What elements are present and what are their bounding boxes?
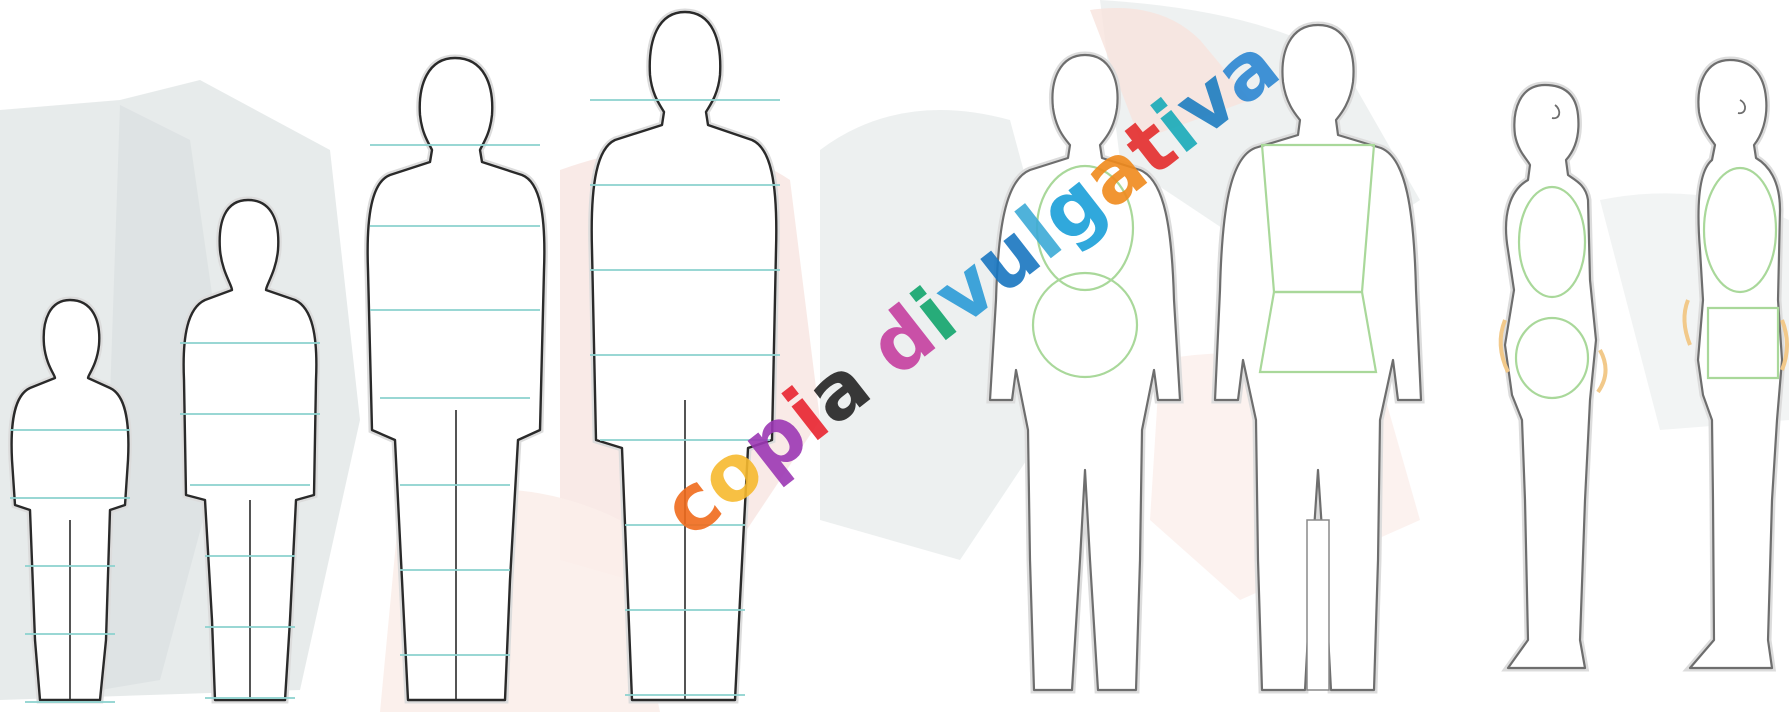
figure-mannequin-female-side <box>1501 85 1606 668</box>
figure-mannequin-male-side <box>1684 60 1787 668</box>
